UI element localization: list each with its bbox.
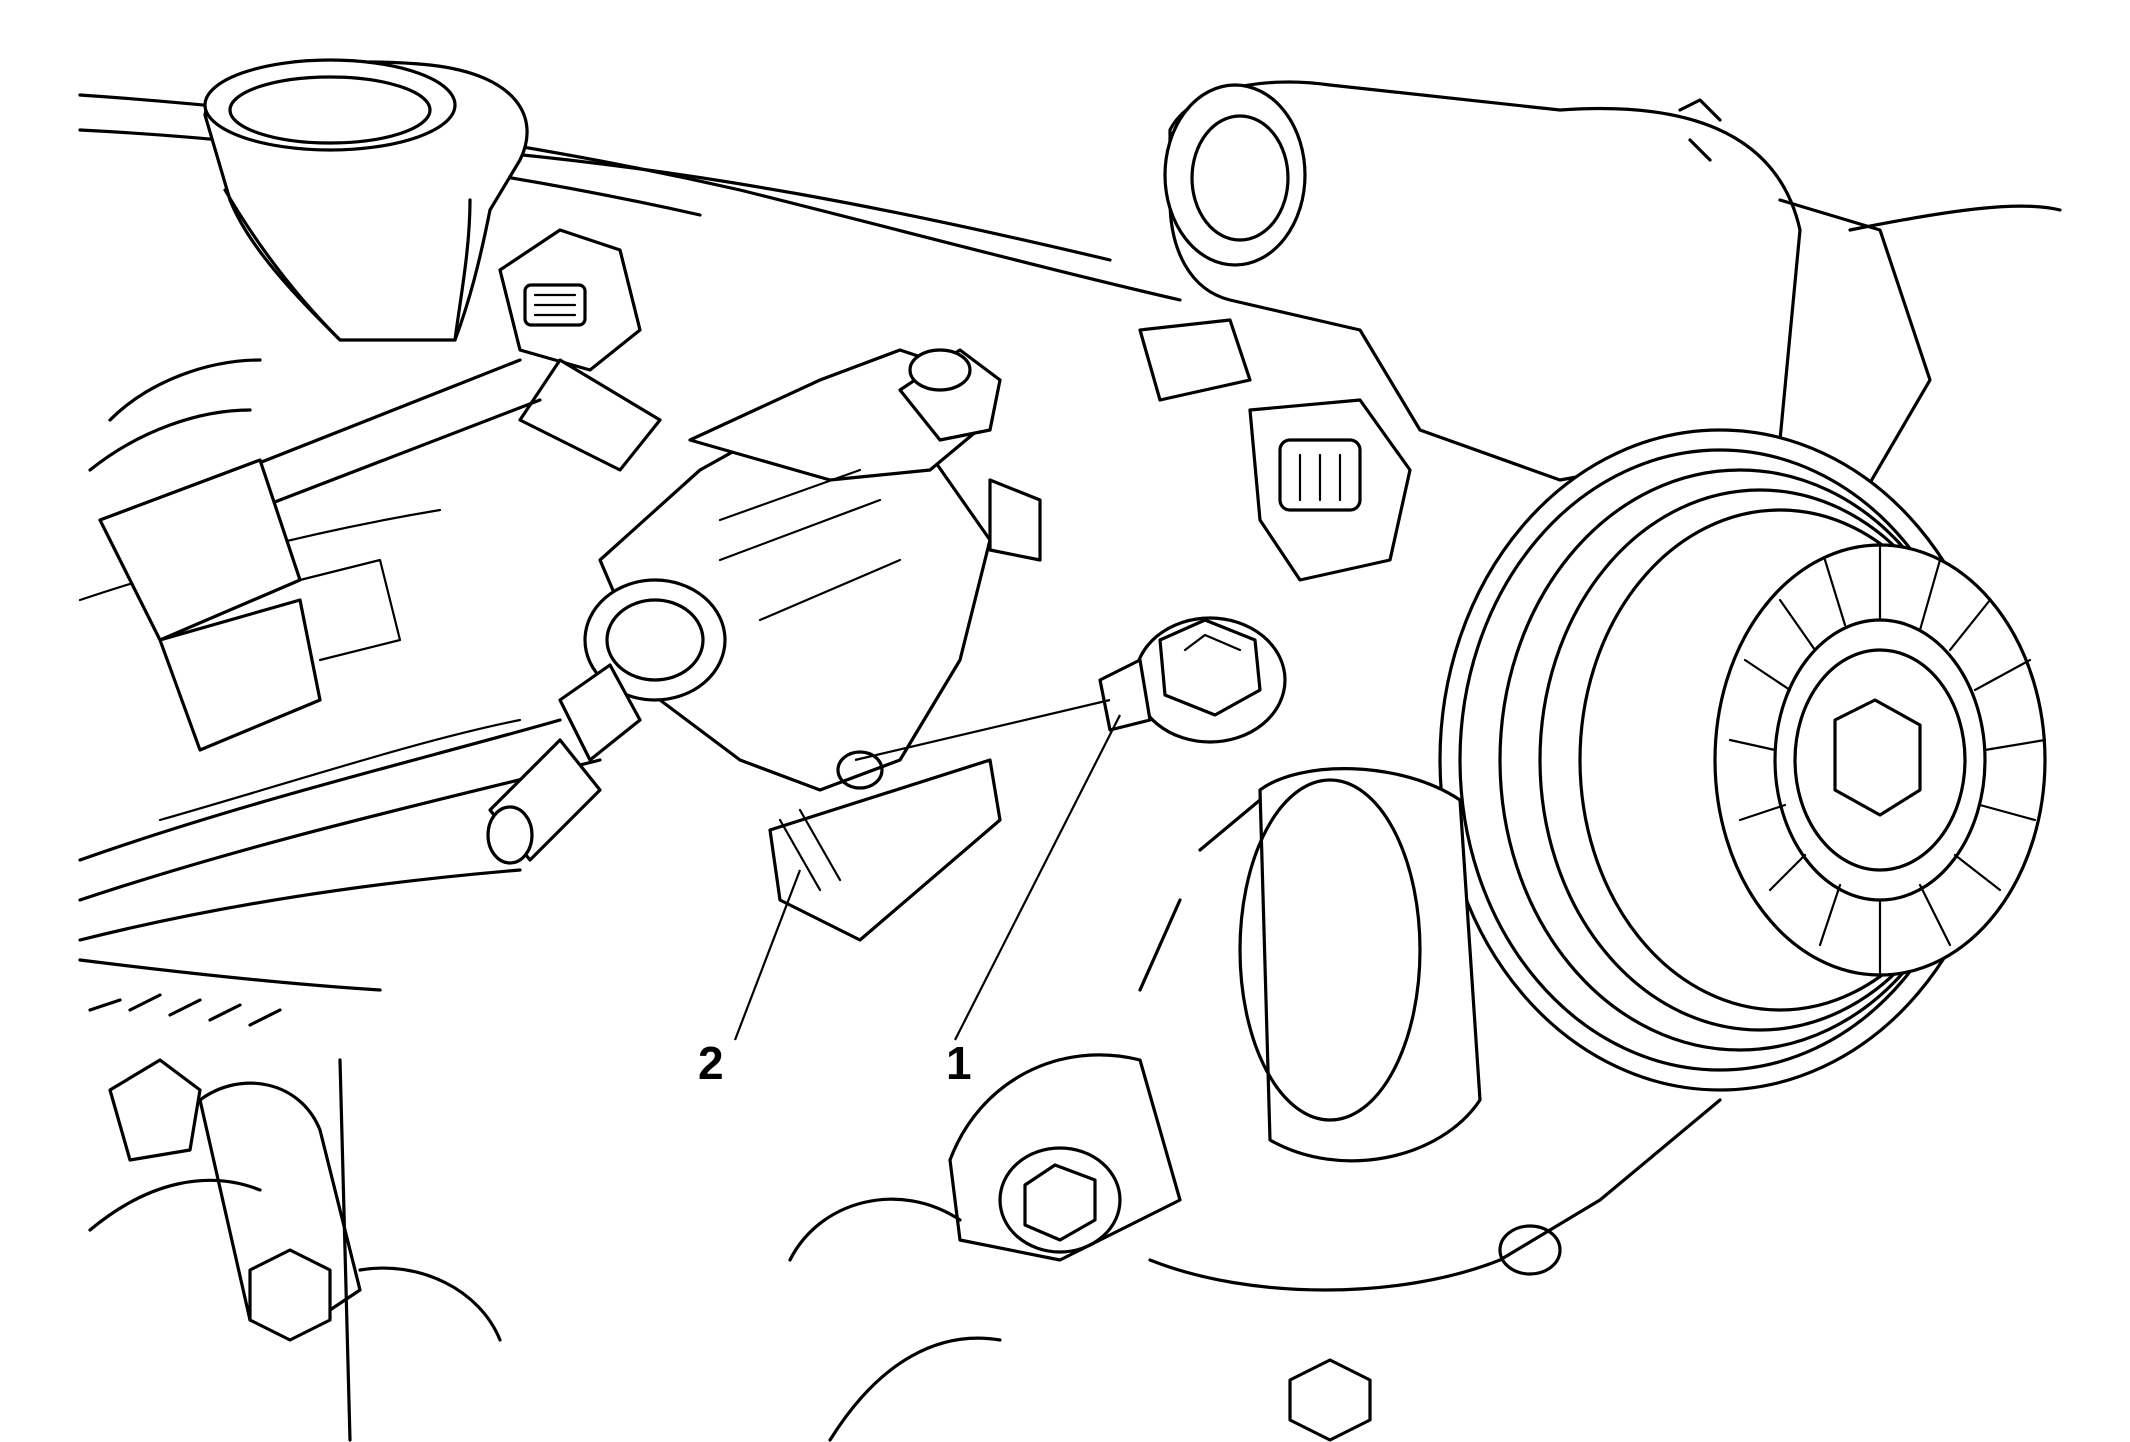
left-rail [88, 358, 542, 752]
lower-left-sensor [88, 993, 502, 1442]
callout-1: 1 [946, 1037, 972, 1089]
mounting-bolt [1098, 616, 1287, 744]
purge-solenoid-valve [486, 348, 1042, 942]
callout-2: 2 [698, 1037, 724, 1089]
left-connector [498, 228, 662, 472]
leader-line-2 [733, 869, 802, 1041]
leader-line-1 [954, 714, 1121, 1041]
engine-cover-lines [78, 93, 1182, 992]
sensor-connectors [1138, 318, 1412, 582]
water-outlet-housing [1163, 80, 2062, 502]
belt-tensioner [788, 767, 1722, 1442]
intake-elbow [203, 58, 529, 342]
leader-line-1-tip [854, 698, 1111, 762]
idler-pulley [1438, 428, 2047, 1092]
